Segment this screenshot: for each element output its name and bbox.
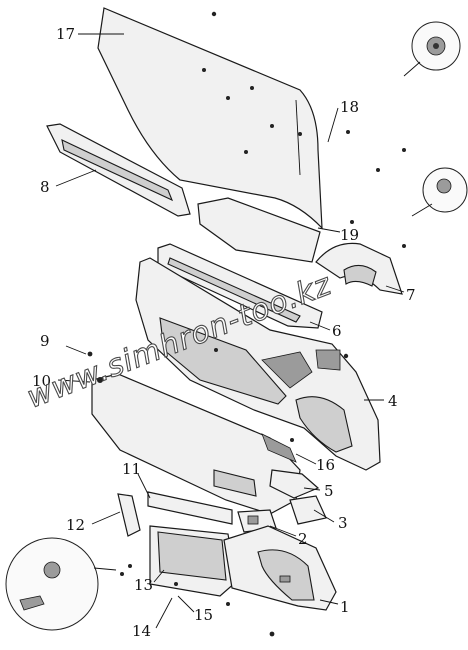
callout-13: 13 <box>134 576 153 594</box>
part-16-switch <box>261 433 297 463</box>
callout-2: 2 <box>298 530 308 548</box>
part-10-lower-trim-panel <box>91 373 301 515</box>
part-13-map-pocket <box>149 525 237 597</box>
callout-11: 11 <box>122 460 141 478</box>
callout-15: 15 <box>194 606 213 624</box>
callout-5: 5 <box>324 482 334 500</box>
detail-clip-bottom-left <box>5 537 117 631</box>
callout-17: 17 <box>56 25 75 43</box>
part-11-handle-strip <box>147 491 233 525</box>
part-8-trim-strip <box>46 123 191 217</box>
part-7-speaker-bracket <box>315 242 403 295</box>
callout-4: 4 <box>388 392 398 410</box>
callout-3: 3 <box>338 514 348 532</box>
callout-18: 18 <box>340 98 359 116</box>
callout-14: 14 <box>132 622 151 640</box>
callout-12: 12 <box>66 516 85 534</box>
callout-9: 9 <box>40 332 50 350</box>
part-19-armrest-insert <box>197 197 321 263</box>
callout-19: 19 <box>340 226 359 244</box>
callout-labels: 17 18 8 19 7 6 9 10 4 16 5 3 2 11 12 13 … <box>32 25 416 640</box>
callout-16: 16 <box>316 456 335 474</box>
callout-10: 10 <box>32 372 51 390</box>
callout-7: 7 <box>406 286 416 304</box>
callout-leaders <box>55 33 405 629</box>
fastener-dots <box>87 11 406 637</box>
part-17-waterproof-film <box>97 7 323 230</box>
callout-1: 1 <box>340 598 350 616</box>
detail-clip-right <box>411 167 468 217</box>
callout-6: 6 <box>332 322 342 340</box>
part-4-main-door-panel <box>135 257 381 471</box>
part-3-trim-cap <box>289 495 327 525</box>
detail-clip-top-right <box>403 21 461 77</box>
part-1-lower-panel <box>223 525 337 611</box>
part-5-handle-bezel <box>269 469 320 499</box>
part-12-side-cover <box>117 493 141 537</box>
callout-8: 8 <box>40 178 50 196</box>
